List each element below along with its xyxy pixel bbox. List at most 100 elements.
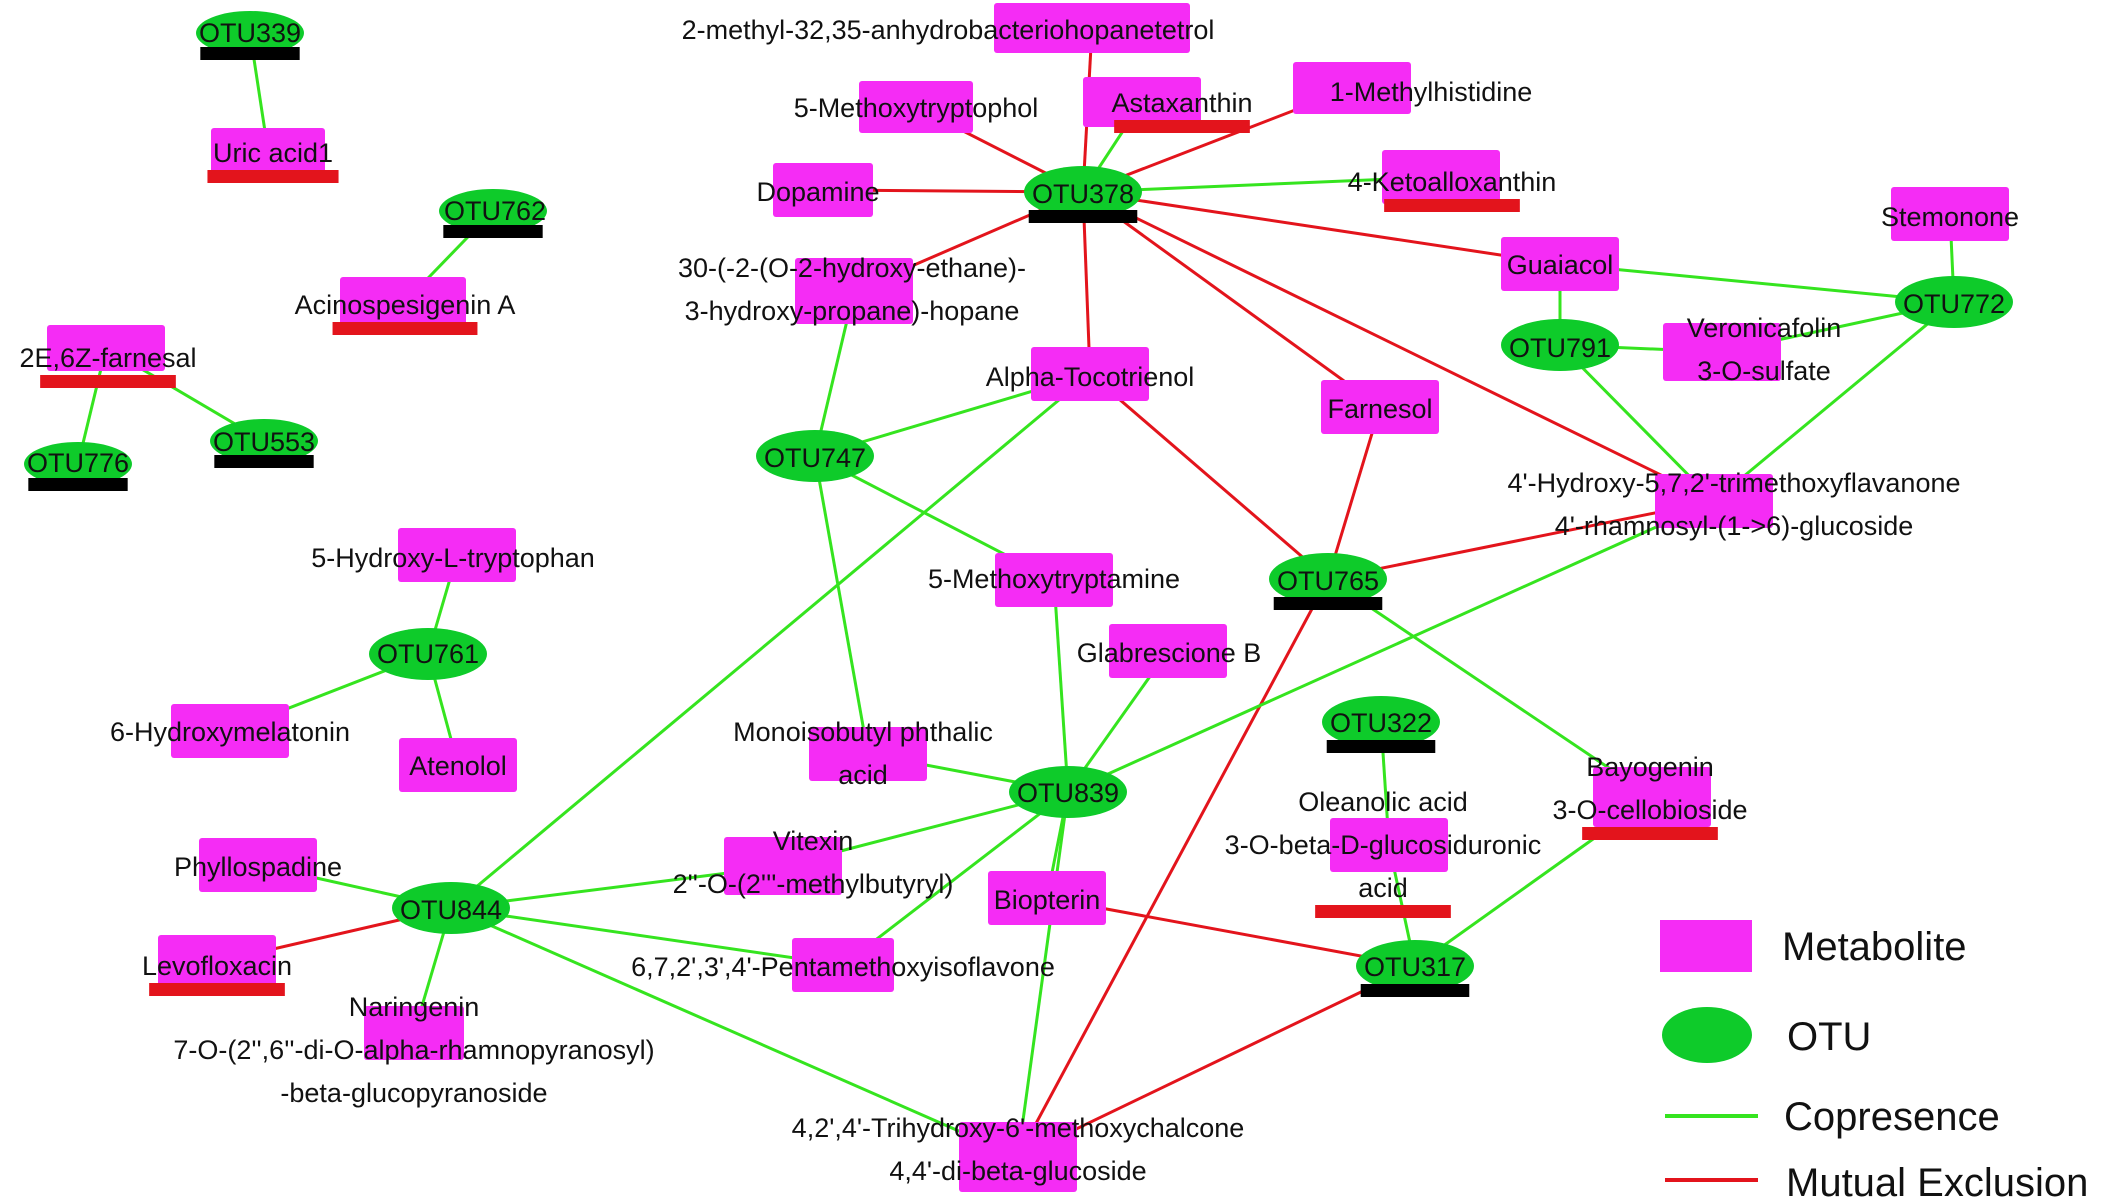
otu-node-otu761 xyxy=(369,628,487,680)
naringenin-label-line-2: -beta-glucopyranoside xyxy=(280,1078,547,1108)
bayogenin-underline-marker xyxy=(1582,827,1718,840)
chalcone-label-line-1: 4,4'-di-beta-glucoside xyxy=(889,1156,1146,1186)
methoxytryptophol-label-line-0: 5-Methoxytryptophol xyxy=(794,93,1039,123)
methoxytryptamine-label-line-0: 5-Methoxytryptamine xyxy=(928,564,1180,594)
copresence-edge-otu747-phthalic xyxy=(813,455,870,755)
metabolite-node-biopterin xyxy=(988,871,1106,925)
metabolite-node-hopane xyxy=(795,258,913,324)
metabolite-node-bayogenin xyxy=(1593,767,1711,827)
veronicafolin-label-line-0: Veronicafolin xyxy=(1687,313,1842,343)
otu339-underline-marker xyxy=(200,47,300,60)
metabolite-node-atenolol xyxy=(399,738,517,792)
metabolite-node-methoxytryptamine xyxy=(995,553,1113,607)
naringenin-label-line-1: 7-O-(2'',6''-di-O-alpha-rhamnopyranosyl) xyxy=(173,1035,654,1065)
ketoalloxanthin-label-line-0: 4-Ketoalloxanthin xyxy=(1348,167,1557,197)
phthalic-label-line-0: Monoisobutyl phthalic xyxy=(733,717,993,747)
otu776-label-line-0: OTU776 xyxy=(27,448,129,478)
copresence-edge-otu839-isoflavone xyxy=(842,790,1069,967)
metabolite-node-hydroxytrp xyxy=(398,528,516,582)
biopterin-label-line-0: Biopterin xyxy=(994,885,1101,915)
metabolite-node-stemonone xyxy=(1891,187,2009,241)
metabolite-node-ketoalloxanthin xyxy=(1382,150,1500,204)
levofloxacin-underline-marker xyxy=(149,983,285,996)
exclusion-edge-otu765-flavanone xyxy=(1327,499,1715,581)
atenolol-label-line-0: Atenolol xyxy=(409,751,507,781)
astaxanthin-label-line-0: Astaxanthin xyxy=(1111,88,1252,118)
metabolite-node-astaxanthin xyxy=(1083,77,1201,127)
dopamine-label-line-0: Dopamine xyxy=(756,177,879,207)
otu-node-otu762 xyxy=(439,189,547,233)
metabolite-node-oleanolic xyxy=(1330,818,1448,872)
bayogenin-label-line-0: Bayogenin xyxy=(1586,752,1714,782)
flavanone-label-line-1: 4'-rhamnosyl-(1->6)-glucoside xyxy=(1555,511,1914,541)
otu322-underline-marker xyxy=(1326,740,1436,753)
legend-metabolite-label: Metabolite xyxy=(1782,925,1967,969)
legend-copresence-label: Copresence xyxy=(1784,1095,2000,1139)
veronicafolin-label-line-1: 3-O-sulfate xyxy=(1697,356,1831,386)
hopane-label-line-0: 30-(-2-(O-2-hydroxy-ethane)- xyxy=(678,253,1026,283)
exclusion-edge-otu378-flavanone xyxy=(1082,190,1715,503)
metabolite-node-phthalic xyxy=(809,727,927,781)
otu-node-otu772 xyxy=(1895,276,2013,328)
copresence-edge-otu839-chalcone xyxy=(1016,791,1070,1158)
otu378-label-line-0: OTU378 xyxy=(1032,179,1134,209)
oleanolic-label-line-0: Oleanolic acid xyxy=(1298,787,1468,817)
farnesal-underline-marker xyxy=(40,375,176,388)
flavanone-label-line-0: 4'-Hydroxy-5,7,2'-trimethoxyflavanone xyxy=(1507,468,1960,498)
otu553-label-line-0: OTU553 xyxy=(213,427,315,457)
metabolite-node-acino xyxy=(340,277,466,331)
exclusion-edge-otu378-guaiacol xyxy=(1082,190,1561,266)
metabolite-node-phyllospadine xyxy=(199,838,317,892)
exclusion-edge-farnesol-otu765 xyxy=(1326,406,1382,580)
copresence-edge-otu844-isoflavone xyxy=(450,906,844,967)
uric-label-line-0: Uric acid1 xyxy=(213,138,333,168)
metabolite-node-levofloxacin xyxy=(158,935,276,989)
acino-underline-marker xyxy=(332,322,478,335)
phyllospadine-label-line-0: Phyllospadine xyxy=(174,852,342,882)
copresence-edge-otu765-bayogenin xyxy=(1327,577,1653,799)
otu339-label-line-0: OTU339 xyxy=(199,18,301,48)
exclusion-edge-otu378-farnesol xyxy=(1082,190,1381,409)
hydroxymel-label-line-0: 6-Hydroxymelatonin xyxy=(110,717,350,747)
hydroxytrp-label-line-0: 5-Hydroxy-L-tryptophan xyxy=(311,543,595,573)
otu747-label-line-0: OTU747 xyxy=(764,443,866,473)
node-layer xyxy=(24,3,2013,1192)
otu-node-otu776 xyxy=(24,442,132,486)
metabolite-node-glabrescione xyxy=(1109,624,1227,678)
methylhistidine-label-line-0: 1-Methylhistidine xyxy=(1330,77,1533,107)
guaiacol-label-line-0: Guaiacol xyxy=(1507,250,1614,280)
otu839-label-line-0: OTU839 xyxy=(1017,778,1119,808)
metabolite-node-dopamine xyxy=(773,163,873,217)
otu762-underline-marker xyxy=(443,225,543,238)
farnesal-label-line-0: 2E,6Z-farnesal xyxy=(19,343,196,373)
otu791-label-line-0: OTU791 xyxy=(1509,333,1611,363)
bayogenin-label-line-1: 3-O-cellobioside xyxy=(1552,795,1747,825)
glabrescione-label-line-0: Glabrescione B xyxy=(1077,638,1262,668)
copresence-edge-tocotrienol-otu844 xyxy=(450,372,1091,910)
otu-node-otu317 xyxy=(1356,940,1474,992)
otu-node-otu839 xyxy=(1009,766,1127,818)
otu761-label-line-0: OTU761 xyxy=(377,639,479,669)
otu762-label-line-0: OTU762 xyxy=(444,196,546,226)
otu765-label-line-0: OTU765 xyxy=(1277,566,1379,596)
metabolite-node-farnesol xyxy=(1321,380,1439,434)
metabolite-node-veronicafolin xyxy=(1663,323,1781,381)
uric-underline-marker xyxy=(207,170,339,183)
otu317-label-line-0: OTU317 xyxy=(1364,952,1466,982)
stemonone-label-line-0: Stemonone xyxy=(1881,202,2019,232)
oleanolic-label-line-2: acid xyxy=(1358,873,1408,903)
metabolite-node-naringenin xyxy=(364,1006,464,1060)
otu553-underline-marker xyxy=(214,455,314,468)
otu-node-otu747 xyxy=(756,430,874,482)
legend-otu-label: OTU xyxy=(1787,1015,1871,1059)
acino-label-line-0: Acinospesigenin A xyxy=(295,290,516,320)
metabolite-node-guaiacol xyxy=(1501,237,1619,291)
oleanolic-label-line-1: 3-O-beta-D-glucosiduronic xyxy=(1225,830,1542,860)
isoflavone-label-line-0: 6,7,2',3',4'-Pentamethoxyisoflavone xyxy=(631,952,1055,982)
copresence-edge-otu378-ketoalloxanthin xyxy=(1082,175,1442,194)
metabolite-node-methylhopane xyxy=(994,3,1190,53)
metabolite-node-methoxytryptophol xyxy=(859,81,973,133)
otu-node-otu553 xyxy=(210,419,318,463)
